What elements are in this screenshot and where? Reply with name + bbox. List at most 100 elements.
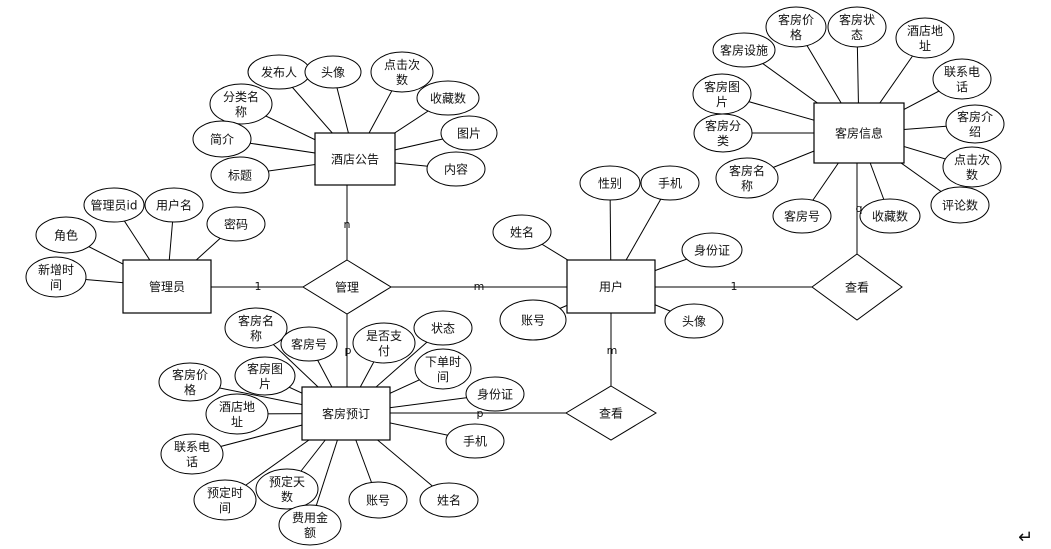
attribute-room: 评论数 — [930, 186, 990, 224]
attribute-label: 收藏数 — [430, 90, 466, 105]
attribute-ellipse — [440, 115, 498, 151]
attribute-notice: 内容 — [426, 151, 486, 187]
attribute-label: 预定天 — [269, 474, 305, 489]
attribute-ellipse — [352, 322, 416, 364]
attribute-ellipse — [209, 83, 273, 125]
attribute-ellipse — [255, 468, 319, 510]
attribute-ellipse — [765, 6, 827, 48]
attribute-booking: 状态 — [413, 310, 473, 346]
entity-label: 用户 — [599, 279, 623, 294]
attribute-label: 图片 — [457, 126, 481, 140]
attribute-label: 片 — [259, 377, 271, 391]
attribute-label: 客房分 — [705, 118, 741, 133]
entity-room: 客房信息 — [813, 102, 905, 164]
entity-admin: 管理员 — [122, 259, 212, 314]
relationship-view1: 查看 — [811, 253, 903, 321]
attribute-label: 账号 — [366, 493, 390, 507]
attribute-ellipse — [715, 157, 779, 199]
attribute-label: 下单时 — [425, 355, 461, 369]
attribute-label: 类 — [717, 134, 729, 148]
attribute-ellipse — [160, 433, 224, 475]
attribute-room: 收藏数 — [859, 198, 921, 234]
attribute-label: 身份证 — [477, 386, 513, 401]
attribute-ellipse — [348, 481, 408, 519]
attribute-ellipse — [158, 362, 222, 402]
attribute-label: 客房介 — [957, 109, 993, 124]
attribute-ellipse — [492, 214, 552, 250]
relationship-view2: 查看 — [565, 385, 657, 441]
attribute-notice: 图片 — [440, 115, 498, 151]
attribute-notice: 头像 — [304, 55, 362, 89]
attribute-label: 客房名 — [238, 313, 274, 328]
attribute-label: 预定时 — [207, 485, 243, 500]
entity-label: 客房信息 — [835, 126, 883, 141]
attribute-label: 头像 — [321, 65, 345, 79]
cardinality-label: p — [477, 407, 484, 420]
attribute-label: 间 — [219, 501, 231, 515]
attribute-notice: 收藏数 — [416, 80, 480, 116]
attribute-ellipse — [414, 348, 472, 390]
attribute-label: 客房号 — [784, 208, 820, 223]
attribute-booking: 手机 — [445, 423, 505, 459]
attribute-ellipse — [499, 299, 567, 341]
attribute-label: 数 — [966, 167, 978, 182]
entity-booking: 客房预订 — [301, 386, 391, 441]
attribute-label: 客房图 — [247, 361, 283, 376]
attribute-user: 手机 — [640, 165, 700, 201]
attribute-label: 状态 — [431, 321, 455, 335]
attribute-ellipse — [280, 326, 338, 362]
attribute-user: 头像 — [664, 303, 724, 339]
attribute-label: 账号 — [521, 313, 545, 327]
attribute-ellipse — [945, 104, 1005, 144]
relationship-diamond — [302, 259, 392, 315]
attribute-ellipse — [35, 216, 97, 254]
attribute-label: 角色 — [54, 228, 78, 242]
entity-box — [566, 259, 656, 314]
attribute-user: 账号 — [499, 299, 567, 341]
attribute-label: 间 — [437, 370, 449, 384]
attribute-ellipse — [83, 187, 145, 223]
attribute-user: 性别 — [579, 165, 641, 201]
attribute-label: 称 — [235, 105, 247, 119]
attribute-room: 客房号 — [772, 198, 832, 234]
entity-label: 管理员 — [149, 279, 185, 294]
attribute-ellipse — [942, 146, 1002, 188]
attribute-ellipse — [304, 55, 362, 89]
attribute-label: 姓名 — [510, 224, 534, 239]
attribute-label: 联系电 — [944, 65, 980, 79]
attribute-label: 密码 — [224, 216, 248, 231]
attribute-label: 头像 — [682, 314, 706, 328]
attribute-notice: 简介 — [192, 120, 252, 158]
attribute-ellipse — [895, 17, 955, 59]
attribute-ellipse — [278, 504, 342, 546]
attribute-label: 点击次 — [384, 58, 420, 72]
entity-label: 酒店公告 — [331, 153, 379, 167]
attribute-ellipse — [192, 120, 252, 158]
attribute-label: 话 — [956, 80, 968, 94]
attribute-label: 酒店地 — [907, 24, 943, 38]
attribute-label: 是否支 — [366, 329, 402, 343]
relationship-diamonds: 管理查看查看 — [302, 253, 903, 441]
attribute-label: 分类名 — [223, 89, 259, 104]
attribute-label: 额 — [304, 526, 316, 540]
attribute-label: 间 — [50, 278, 62, 292]
entity-label: 客房预订 — [322, 406, 370, 421]
attribute-label: 标题 — [228, 168, 252, 182]
attribute-ellipse — [827, 6, 887, 48]
attribute-label: 态 — [851, 28, 863, 42]
attribute-label: 手机 — [658, 176, 682, 190]
